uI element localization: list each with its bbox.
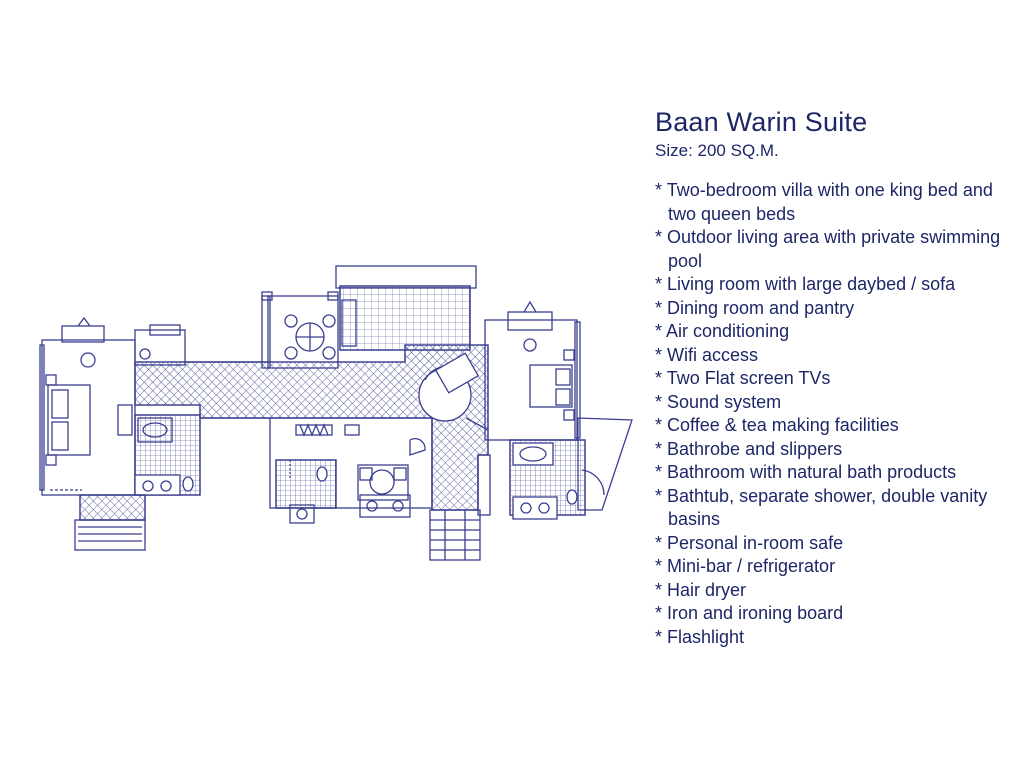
amenity-item: Flashlight — [655, 626, 1015, 650]
amenity-item: Two Flat screen TVs — [655, 367, 1015, 391]
connecting-walls — [185, 361, 270, 419]
amenity-item: Bathrobe and slippers — [655, 438, 1015, 462]
amenity-item: Outdoor living area with private swimmin… — [655, 226, 1015, 273]
amenity-item: Air conditioning — [655, 320, 1015, 344]
living-dining-room — [269, 417, 433, 524]
amenity-item: Iron and ironing board — [655, 602, 1015, 626]
amenity-item: Personal in-room safe — [655, 532, 1015, 556]
amenity-item: Two-bedroom villa with one king bed and … — [655, 179, 1015, 226]
amenities-list: Two-bedroom villa with one king bed and … — [655, 179, 1015, 649]
suite-size: Size: 200 SQ.M. — [655, 141, 779, 160]
amenity-item: Bathroom with natural bath products — [655, 461, 1015, 485]
bedroom-right — [477, 300, 633, 520]
suite-title: Baan Warin Suite — [655, 107, 868, 137]
amenity-item: Dining room and pantry — [655, 297, 1015, 321]
floor-plan — [39, 265, 633, 561]
swimming-pool — [335, 265, 477, 351]
suite-info-panel: Baan Warin Suite Size: 200 SQ.M. Two-bed… — [655, 105, 1015, 649]
main-entry-steps — [429, 509, 481, 561]
amenity-item: Living room with large daybed / sofa — [655, 273, 1015, 297]
amenity-item: Mini-bar / refrigerator — [655, 555, 1015, 579]
amenity-item: Coffee & tea making facilities — [655, 414, 1015, 438]
amenity-item: Wifi access — [655, 344, 1015, 368]
outdoor-dining-area — [261, 291, 339, 369]
bedroom-left — [39, 316, 201, 551]
amenity-item: Bathtub, separate shower, double vanity … — [655, 485, 1015, 532]
central-terrace — [134, 344, 489, 511]
amenity-item: Hair dryer — [655, 579, 1015, 603]
amenity-item: Sound system — [655, 391, 1015, 415]
